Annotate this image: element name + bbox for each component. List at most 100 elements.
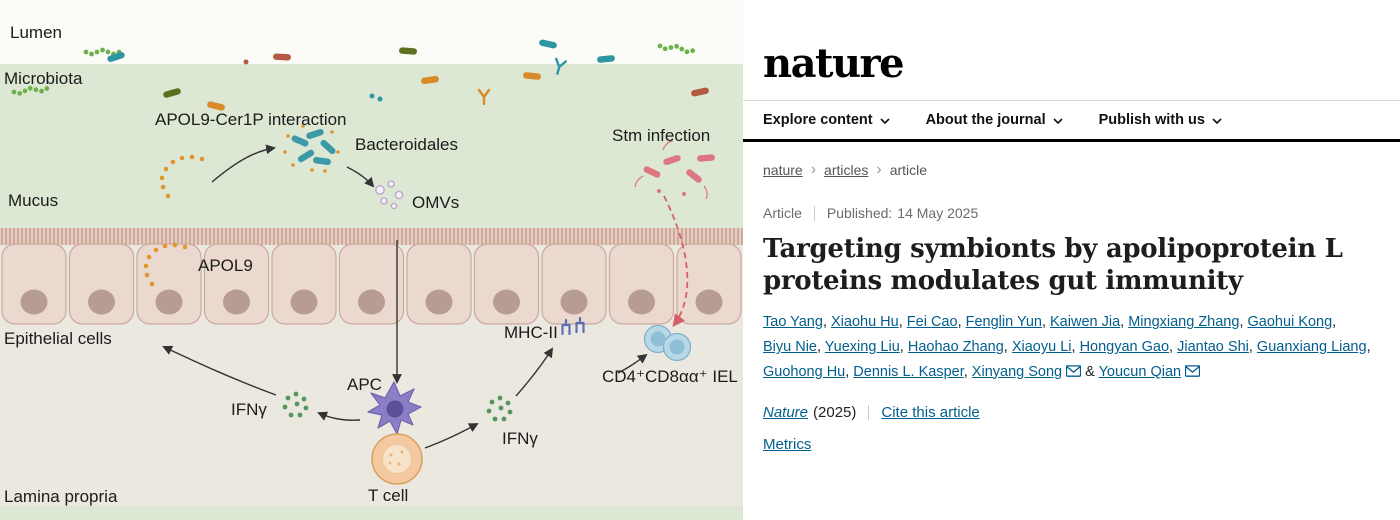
- author-separator: ,: [963, 363, 972, 380]
- meta-divider: [813, 205, 815, 221]
- envelope-icon[interactable]: [1065, 361, 1082, 386]
- chevron-down-icon: [880, 118, 890, 124]
- author-link[interactable]: Yuexing Liu: [824, 339, 900, 356]
- author-link[interactable]: Youcun Qian: [1098, 363, 1182, 380]
- top-nav: Explore content About the journal Publis…: [743, 100, 1400, 142]
- author-link[interactable]: Guohong Hu: [763, 363, 846, 380]
- author-link[interactable]: Jiantao Shi: [1177, 339, 1249, 356]
- omv-vesicles: [375, 180, 404, 210]
- label-stm-infection: Stm infection: [612, 126, 710, 145]
- label-lamina-propria: Lamina propria: [4, 487, 118, 506]
- label-apol9-cer1p: APOL9-Cer1P interaction: [155, 110, 347, 129]
- label-epithelial-cells: Epithelial cells: [4, 329, 112, 348]
- gut-immunity-figure: Lumen Microbiota APOL9-Cer1P interaction…: [0, 23, 743, 520]
- nav-about-the-journal[interactable]: About the journal: [926, 112, 1063, 128]
- cite-this-article-link[interactable]: Cite this article: [881, 404, 980, 422]
- author-separator: ,: [957, 314, 966, 331]
- author-link[interactable]: Biyu Nie: [763, 339, 817, 356]
- ifny-cluster-right: [486, 395, 513, 422]
- chevron-down-icon: [1053, 118, 1063, 124]
- label-mucus: Mucus: [8, 191, 58, 210]
- label-microbiota: Microbiota: [4, 69, 83, 88]
- author-separator: &: [1081, 363, 1099, 380]
- author-separator: ,: [845, 363, 854, 380]
- label-apol9: APOL9: [198, 256, 253, 275]
- author-separator: ,: [1041, 314, 1051, 331]
- label-omvs: OMVs: [412, 193, 459, 212]
- article-title: Targeting symbionts by apolipoprotein L …: [763, 234, 1343, 296]
- epithelial-cell-nuclei: [20, 289, 723, 315]
- nav-label: Explore content: [763, 112, 873, 128]
- metrics-link[interactable]: Metrics: [763, 436, 812, 454]
- journal-year: (2025): [813, 404, 857, 422]
- author-separator: ,: [898, 314, 907, 331]
- nav-publish-with-us[interactable]: Publish with us: [1099, 112, 1222, 128]
- apol9-dots-upper: [159, 154, 205, 199]
- author-link[interactable]: Fenglin Yun: [965, 314, 1042, 331]
- article-page: nature Explore content About the journal…: [743, 0, 1400, 520]
- apol9-dots-lower: [143, 242, 188, 287]
- label-iel: CD4⁺CD8αα⁺ IEL: [602, 367, 738, 386]
- microvilli-band: [0, 228, 743, 245]
- author-link[interactable]: Tao Yang: [763, 314, 823, 331]
- published-date: 14 May 2025: [897, 205, 979, 221]
- article-type-label: Article: [763, 205, 802, 221]
- author-link[interactable]: Xiaoyu Li: [1011, 339, 1072, 356]
- label-ifny-right: IFNγ: [502, 429, 538, 448]
- author-link[interactable]: Mingxiang Zhang: [1128, 314, 1240, 331]
- author-link[interactable]: Gaohui Kong: [1247, 314, 1333, 331]
- breadcrumb-articles[interactable]: articles: [824, 162, 869, 178]
- epithelial-cell-row: [1, 243, 742, 325]
- nav-explore-content[interactable]: Explore content: [763, 112, 890, 128]
- label-ifny-left: IFNγ: [231, 400, 267, 419]
- author-link[interactable]: Xinyang Song: [971, 363, 1063, 380]
- author-separator: ,: [822, 314, 831, 331]
- journal-citation-line: Nature (2025) Cite this article: [763, 404, 1400, 421]
- t-cell: [371, 433, 423, 485]
- author-separator: ,: [817, 339, 825, 356]
- author-link[interactable]: Fei Cao: [906, 314, 958, 331]
- bacteroidales-cluster: [283, 124, 340, 173]
- article-meta: Article Published: 14 May 2025: [763, 205, 1400, 221]
- journal-link[interactable]: Nature: [763, 404, 809, 422]
- stm-invasion-arrow: [663, 195, 689, 328]
- label-mhc2: MHC-II: [504, 323, 558, 342]
- flow-arrows: [162, 144, 648, 449]
- author-link[interactable]: Dennis L. Kasper: [853, 363, 964, 380]
- citation-divider: [868, 405, 870, 421]
- breadcrumb-nature[interactable]: nature: [763, 162, 803, 178]
- author-link[interactable]: Haohao Zhang: [907, 339, 1004, 356]
- author-link[interactable]: Kaiwen Jia: [1050, 314, 1121, 331]
- figure-panel: Lumen Microbiota APOL9-Cer1P interaction…: [0, 23, 743, 520]
- author-separator: ,: [1071, 339, 1080, 356]
- author-separator: ,: [1003, 339, 1012, 356]
- stm-bacteria: [634, 140, 716, 200]
- metrics-row: Metrics: [763, 436, 1400, 454]
- author-link[interactable]: Xiaohu Hu: [831, 314, 899, 331]
- figure-labels: Lumen Microbiota APOL9-Cer1P interaction…: [4, 23, 738, 506]
- label-t-cell: T cell: [368, 486, 408, 505]
- author-separator: ,: [1366, 339, 1371, 356]
- author-separator: ,: [899, 339, 908, 356]
- label-apc: APC: [347, 375, 382, 394]
- label-bacteroidales: Bacteroidales: [355, 135, 458, 154]
- breadcrumb-separator-icon: ›: [876, 161, 882, 178]
- author-separator: ,: [1239, 314, 1248, 331]
- nav-label: Publish with us: [1098, 112, 1205, 128]
- breadcrumb-separator-icon: ›: [810, 161, 817, 178]
- microbiota-bacteria-icons: [11, 38, 710, 112]
- mhc2-molecule-icons: [561, 316, 585, 336]
- apc-cell: [367, 381, 422, 435]
- author-link[interactable]: Hongyan Gao: [1079, 339, 1170, 356]
- author-link[interactable]: Guanxiang Liang: [1256, 339, 1367, 356]
- author-separator: ,: [1120, 314, 1129, 331]
- envelope-icon[interactable]: [1184, 361, 1201, 386]
- nature-logo[interactable]: nature: [763, 40, 905, 87]
- published-label: Published:: [826, 205, 893, 221]
- author-list: Tao Yang, Xiaohu Hu, Fei Cao, Fenglin Yu…: [763, 310, 1398, 385]
- author-separator: ,: [1169, 339, 1178, 356]
- author-separator: ,: [1248, 339, 1257, 356]
- breadcrumb: nature › articles › article: [763, 161, 1400, 179]
- mucus-zone: [0, 64, 743, 230]
- nav-label: About the journal: [925, 112, 1046, 128]
